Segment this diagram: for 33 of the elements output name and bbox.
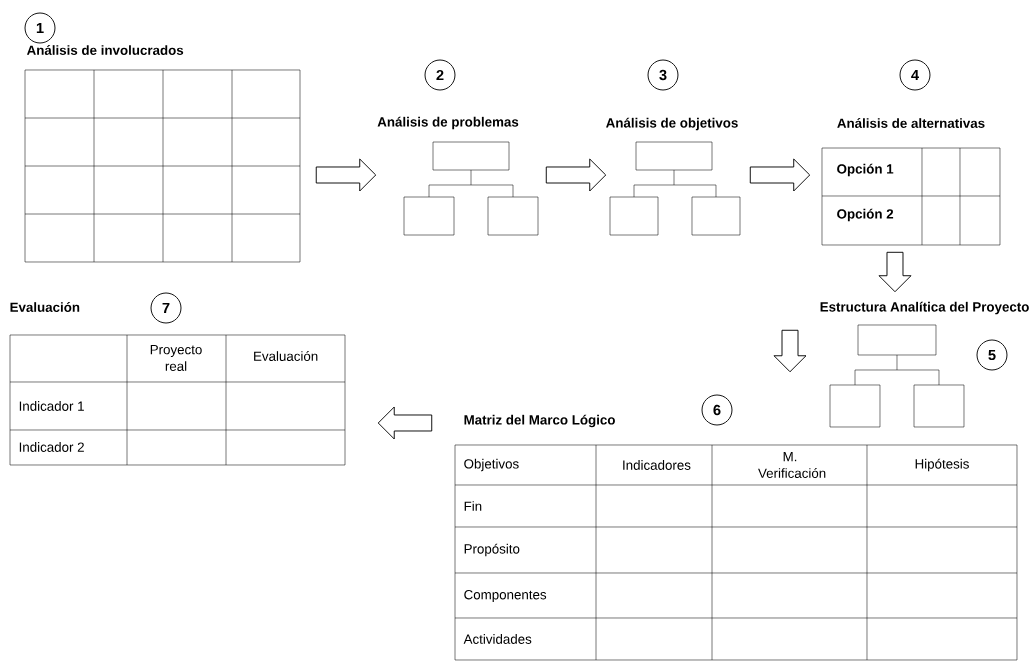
step-number: 4 [899,59,931,91]
step-number: 7 [150,292,182,324]
block-arrow [749,158,811,192]
block-arrow [545,158,607,192]
step-number: 1 [24,12,56,44]
column-header: Hipótesis [915,458,969,472]
row-label: Fin [464,501,482,511]
column-header: Indicadores [623,460,691,470]
row-label: Propósito [464,543,520,557]
block-arrow [773,329,807,373]
heading: Análisis de involucrados [26,45,184,55]
row-label: Indicador 2 [19,442,84,452]
heading: Evaluación [10,302,80,312]
option-label: Opción 1 [837,163,894,177]
column-header: M. Verificación [758,452,826,478]
step-number: 2 [424,59,456,91]
column-header: Objetivos [464,458,519,472]
step-number: 6 [701,394,733,426]
row-label: Actividades [463,634,532,644]
heading: Análisis de alternativas [837,118,985,128]
step-number: 3 [647,59,679,91]
row-label: Componentes [464,589,547,603]
block-arrow [377,406,433,440]
column-header: Evaluación [254,351,318,361]
block-arrow [315,158,377,192]
heading: Matriz del Marco Lógico [464,414,615,428]
column-header: Proyecto real [150,345,202,371]
heading: Estructura Analítica del Proyecto [820,301,1029,315]
block-arrow [878,251,912,293]
row-label: Indicador 1 [19,401,84,411]
option-label: Opción 2 [837,208,894,222]
heading: Análisis de problemas [377,116,519,130]
heading: Análisis de objetivos [606,117,738,131]
